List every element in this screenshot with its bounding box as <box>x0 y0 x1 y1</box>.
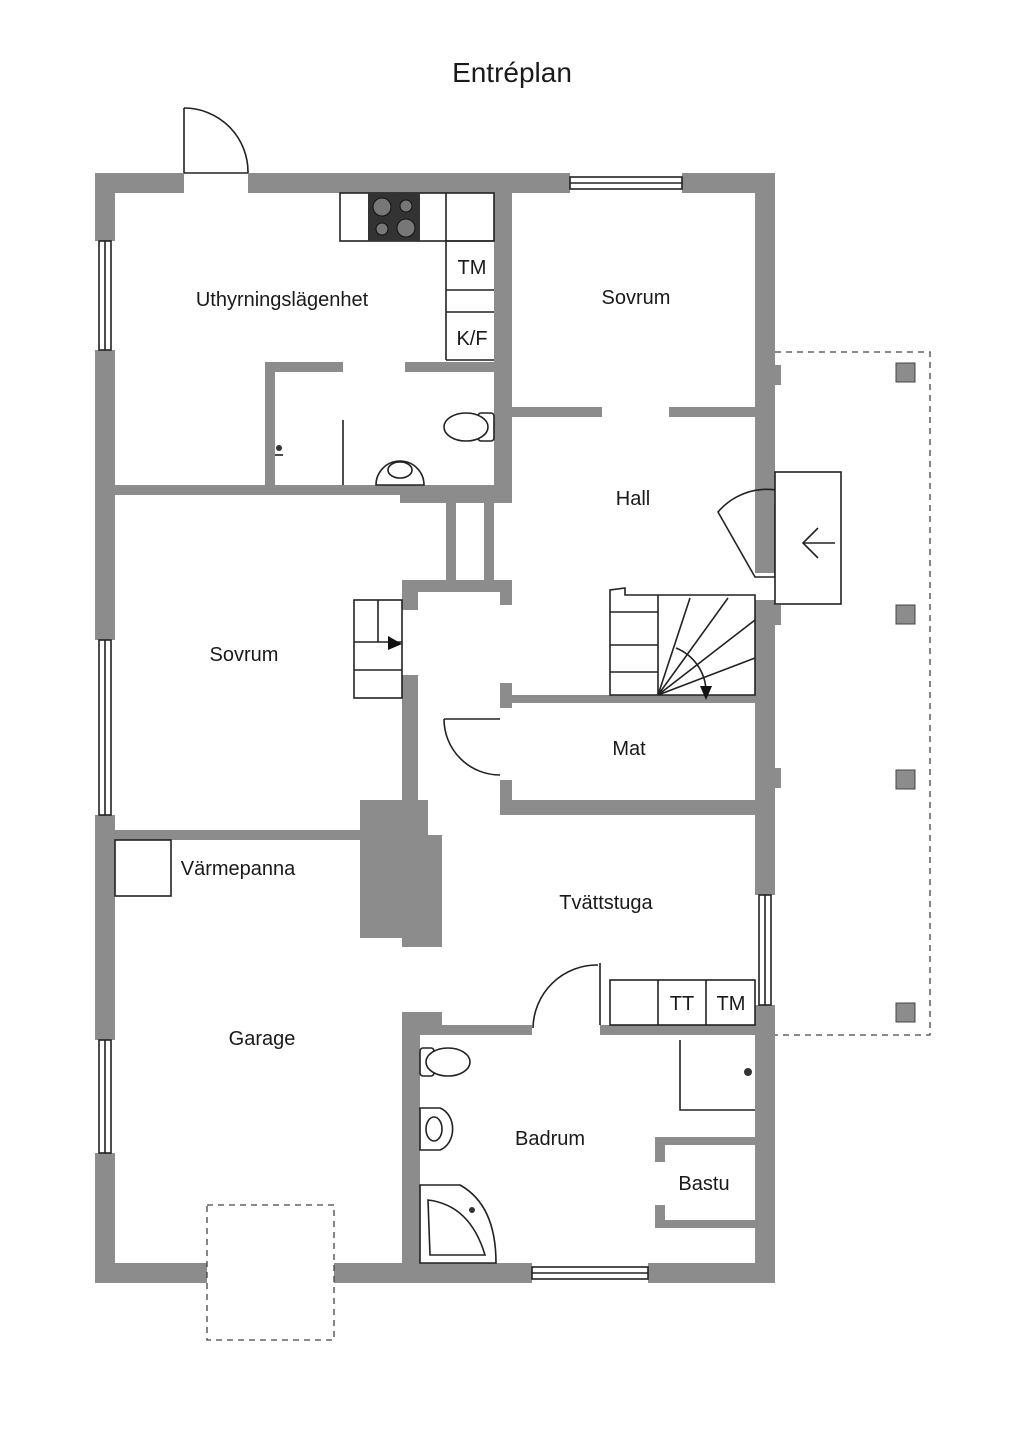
room-varmepanna: Värmepanna <box>181 858 296 880</box>
room-sovrum-left: Sovrum <box>210 644 279 666</box>
room-hall: Hall <box>616 488 650 510</box>
room-sovrum-top: Sovrum <box>602 287 671 309</box>
small-steps <box>353 599 403 699</box>
appliance-tm-kitchen: TM <box>458 257 487 279</box>
bathroom-fixtures <box>419 1040 755 1264</box>
appliance-tt-laundry: TT <box>670 993 694 1015</box>
boiler-box <box>114 839 172 897</box>
apartment-bathroom-fixtures <box>275 412 495 486</box>
laundry-counter <box>609 979 756 1026</box>
staircase <box>609 587 756 700</box>
room-tvattstuga: Tvättstuga <box>559 892 653 914</box>
exterior-walls <box>95 173 775 1283</box>
appliance-kf-kitchen: K/F <box>456 328 487 350</box>
appliance-tm-laundry: TM <box>717 993 746 1015</box>
plan-title: Entréplan <box>452 57 572 88</box>
room-mat: Mat <box>612 738 646 760</box>
interior-walls <box>115 193 755 1267</box>
outdoor-elements <box>206 351 931 1341</box>
room-uthyrningslagenhet: Uthyrningslägenhet <box>196 289 369 311</box>
windows <box>98 176 772 1280</box>
room-bastu: Bastu <box>678 1173 729 1195</box>
room-garage: Garage <box>229 1028 296 1050</box>
kitchen-counter <box>339 192 495 361</box>
room-badrum: Badrum <box>515 1128 585 1150</box>
